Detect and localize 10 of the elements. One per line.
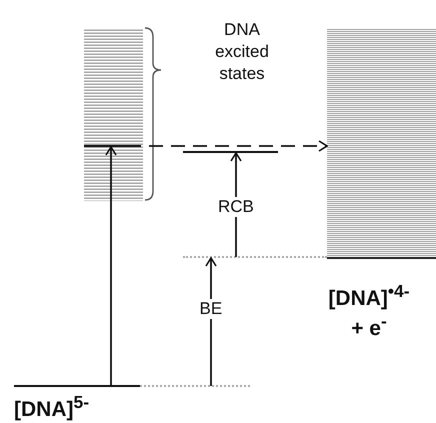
state-label: [DNA]$^{5-}$ <box>14 391 90 421</box>
band-caption: DNA excited states <box>214 19 270 85</box>
arrow <box>205 257 217 386</box>
energy-level-line <box>183 151 278 153</box>
dashed-arrow <box>149 140 328 152</box>
state-label: [DNA]$^{•4-}$ + e$^{-}$ <box>327 280 411 340</box>
arrow <box>105 146 117 386</box>
energy-level-line <box>84 145 141 147</box>
edge-label: RCB <box>218 197 254 218</box>
edge-label: BE <box>200 299 222 320</box>
